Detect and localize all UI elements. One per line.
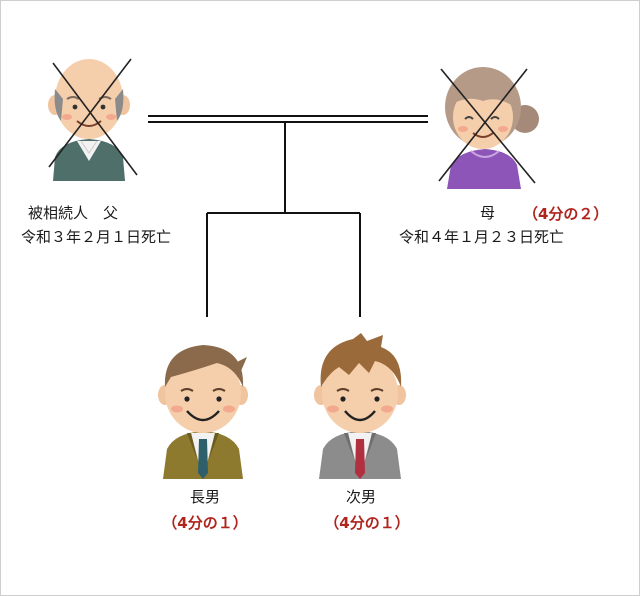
father-role-label: 被相続人 父 bbox=[28, 204, 119, 222]
deceased-mark bbox=[52, 62, 138, 176]
eldest-son-inheritance-share: （4分の１） bbox=[162, 514, 248, 532]
mother-death-date: 令和４年１月２３日死亡 bbox=[399, 228, 565, 246]
mother-inheritance-share: （4分の２） bbox=[523, 205, 609, 223]
elderly-woman-icon bbox=[438, 67, 539, 189]
second-son-inheritance-share: （4分の１） bbox=[324, 514, 410, 532]
mother-role-label: 母 bbox=[480, 204, 496, 222]
eldest-son-role-label: 長男 bbox=[189, 488, 220, 506]
elderly-man-icon bbox=[48, 58, 138, 181]
deceased-mark bbox=[438, 68, 528, 182]
second-son-role-label: 次男 bbox=[345, 488, 376, 506]
man-icon bbox=[314, 333, 406, 479]
father-death-date: 令和３年２月１日死亡 bbox=[21, 228, 172, 246]
deceased-mark bbox=[440, 68, 536, 184]
man-icon bbox=[158, 345, 248, 479]
deceased-mark bbox=[48, 58, 132, 168]
